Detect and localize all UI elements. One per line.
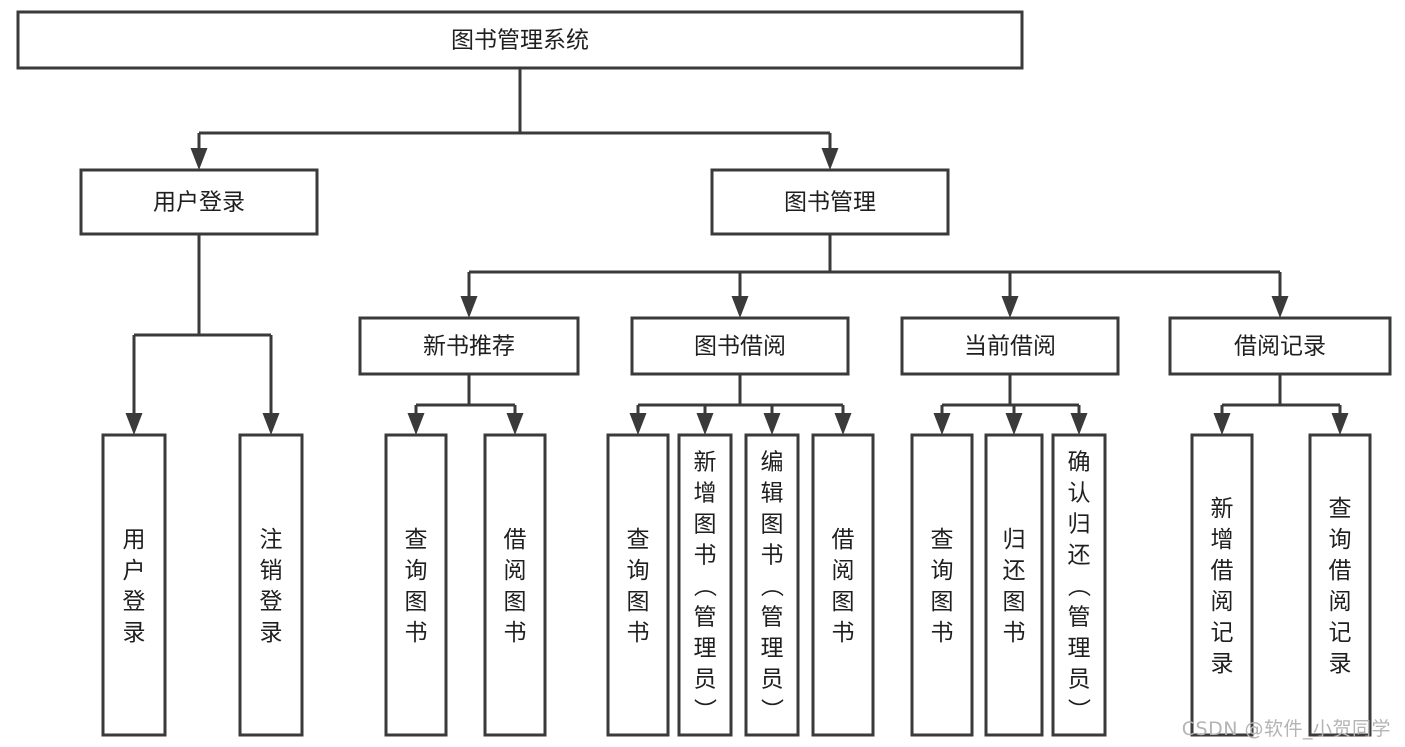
node-label: 借阅记录 — [1234, 334, 1326, 360]
node-label: 当前借阅 — [964, 334, 1056, 360]
edge-group-root — [190, 68, 839, 170]
arrow-head-icon — [262, 413, 280, 435]
node-leaf-logout[interactable]: 注销登录 — [238, 433, 304, 737]
arrow-head-icon — [763, 413, 781, 435]
arrow-head-icon — [696, 413, 714, 435]
node-box[interactable] — [677, 433, 733, 737]
node-label-bracket: （ — [758, 574, 784, 597]
node-label: 借阅图书 — [832, 527, 855, 646]
node-label: 注销登录 — [260, 527, 283, 646]
node-box[interactable] — [606, 433, 670, 737]
node-box[interactable] — [1168, 316, 1392, 376]
node-label: 新书推荐 — [423, 334, 515, 360]
node-box[interactable] — [384, 433, 448, 737]
node-leaf-borrow-book-bw[interactable]: 借阅图书 — [811, 433, 875, 737]
arrow-head-icon — [834, 413, 852, 435]
arrow-head-icon — [125, 413, 143, 435]
edge-group-book_manage — [460, 234, 1289, 318]
node-box[interactable] — [630, 316, 850, 376]
node-label-bracket: ） — [1065, 698, 1091, 721]
edge-group-borrow_record — [1213, 374, 1349, 435]
node-box[interactable] — [710, 168, 950, 236]
node-current-borrow[interactable]: 当前借阅 — [900, 316, 1120, 376]
node-leaf-add-book[interactable]: （ ） 新增图书管理员 — [677, 433, 733, 737]
node-box[interactable] — [984, 433, 1044, 737]
edge-layer — [125, 68, 1349, 435]
node-box[interactable] — [101, 433, 167, 737]
node-label: 图书借阅 — [694, 334, 786, 360]
arrow-head-icon — [1005, 413, 1023, 435]
node-box[interactable] — [358, 316, 580, 376]
arrow-head-icon — [731, 296, 749, 318]
node-leaf-return-book[interactable]: 归还图书 — [984, 433, 1044, 737]
node-box[interactable] — [1051, 433, 1107, 737]
node-label-bracket: （ — [691, 574, 717, 597]
node-label: 编辑图书管理员 — [761, 450, 784, 693]
node-leaf-user-login[interactable]: 用户登录 — [101, 433, 167, 737]
arrow-head-icon — [1213, 413, 1231, 435]
arrow-head-icon — [506, 413, 524, 435]
node-box[interactable] — [238, 433, 304, 737]
node-leaf-borrow-book-rec[interactable]: 借阅图书 — [483, 433, 547, 737]
node-label: 查询图书 — [931, 527, 954, 646]
node-label: 归还图书 — [1003, 527, 1026, 646]
node-label: 查询图书 — [405, 527, 428, 646]
node-label: 借阅图书 — [504, 527, 527, 646]
node-leaf-confirm-return[interactable]: （ ） 确认归还管理员 — [1051, 433, 1107, 737]
node-book-borrow[interactable]: 图书借阅 — [630, 316, 850, 376]
node-label: 图书管理系统 — [451, 28, 589, 54]
arrow-head-icon — [460, 296, 478, 318]
node-box[interactable] — [1190, 433, 1254, 737]
node-leaf-query-record[interactable]: 查询借阅记录 — [1308, 433, 1372, 737]
arrow-head-icon — [1070, 413, 1088, 435]
arrow-head-icon — [1331, 413, 1349, 435]
node-leaf-query-book-bw[interactable]: 查询图书 — [606, 433, 670, 737]
node-box[interactable] — [483, 433, 547, 737]
arrow-head-icon — [821, 148, 839, 170]
node-box[interactable] — [744, 433, 800, 737]
node-leaf-edit-book[interactable]: （ ） 编辑图书管理员 — [744, 433, 800, 737]
node-label: 查询借阅记录 — [1329, 496, 1352, 677]
node-label-bracket: （ — [1065, 574, 1091, 597]
arrow-head-icon — [933, 413, 951, 435]
node-book-manage[interactable]: 图书管理 — [710, 168, 950, 236]
node-new-book-rec[interactable]: 新书推荐 — [358, 316, 580, 376]
edge-group-book_borrow — [629, 374, 852, 435]
edge-group-user_login — [125, 234, 280, 435]
node-box[interactable] — [16, 10, 1024, 70]
node-label: 查询图书 — [627, 527, 650, 646]
node-leaf-query-book-cb[interactable]: 查询图书 — [910, 433, 974, 737]
node-label: 新增借阅记录 — [1211, 496, 1234, 677]
node-label: 新增图书管理员 — [694, 450, 717, 693]
node-label-bracket: ） — [758, 698, 784, 721]
node-label: 用户登录 — [123, 527, 146, 646]
arrow-head-icon — [1271, 296, 1289, 318]
edge-group-current_borrow — [933, 374, 1088, 435]
arrow-head-icon — [1001, 296, 1019, 318]
node-leaf-query-book-rec[interactable]: 查询图书 — [384, 433, 448, 737]
node-box[interactable] — [811, 433, 875, 737]
node-box[interactable] — [910, 433, 974, 737]
node-leaf-add-record[interactable]: 新增借阅记录 — [1190, 433, 1254, 737]
node-label: 确认归还管理员 — [1068, 450, 1091, 693]
node-label-bracket: ） — [691, 698, 717, 721]
node-label: 图书管理 — [784, 190, 876, 216]
node-layer: 图书管理系统用户登录图书管理新书推荐图书借阅当前借阅借阅记录用户登录注销登录查询… — [16, 10, 1392, 737]
node-box[interactable] — [900, 316, 1120, 376]
node-borrow-record[interactable]: 借阅记录 — [1168, 316, 1392, 376]
node-root[interactable]: 图书管理系统 — [16, 10, 1024, 70]
arrow-head-icon — [629, 413, 647, 435]
edge-group-new_book_rec — [407, 374, 524, 435]
arrow-head-icon — [190, 148, 208, 170]
arrow-head-icon — [407, 413, 425, 435]
node-user-login[interactable]: 用户登录 — [79, 168, 319, 236]
node-box[interactable] — [1308, 433, 1372, 737]
node-box[interactable] — [79, 168, 319, 236]
node-label: 用户登录 — [153, 190, 245, 216]
